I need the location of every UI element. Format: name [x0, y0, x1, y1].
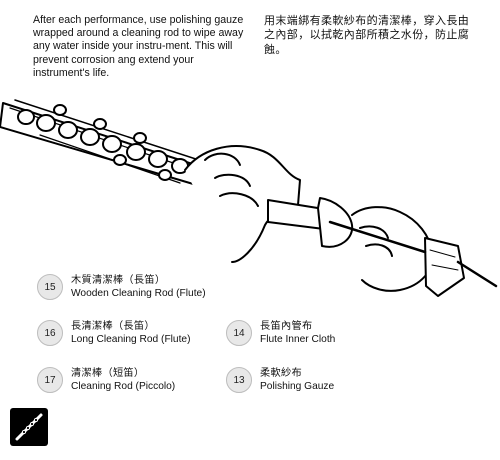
item-label-chinese: 木質清潔棒（長笛）	[71, 275, 166, 286]
item-number-badge: 17	[37, 367, 63, 393]
item-flute-inner-cloth: 14 長笛內管布 Flute Inner Cloth	[226, 320, 335, 346]
item-long-cleaning-rod: 16 長清潔棒（長笛） Long Cleaning Rod (Flute)	[37, 320, 191, 346]
item-label-english: Flute Inner Cloth	[260, 334, 336, 345]
item-number-badge: 14	[226, 320, 252, 346]
instructions-english: After each performance, use polishing ga…	[33, 14, 244, 79]
item-number-badge: 13	[226, 367, 252, 393]
item-number-badge: 15	[37, 274, 63, 300]
item-number-badge: 16	[37, 320, 63, 346]
item-label-chinese: 長笛內管布	[260, 321, 313, 332]
flute-icon	[10, 408, 48, 446]
item-label-english: Cleaning Rod (Piccolo)	[71, 381, 176, 392]
item-polishing-gauze: 13 柔軟紗布 Polishing Gauze	[226, 367, 334, 393]
flute-cleaning-illustration	[0, 99, 498, 297]
item-label-english: Long Cleaning Rod (Flute)	[71, 334, 191, 345]
item-wooden-cleaning-rod: 15 木質清潔棒（長笛） Wooden Cleaning Rod (Flute)	[37, 274, 206, 300]
instructions-chinese: 用末端綁有柔軟紗布的清潔棒，穿入長由之內部，以拭乾內部所積之水份，防止腐蝕。	[264, 14, 470, 56]
item-label-english: Polishing Gauze	[260, 381, 335, 392]
item-label-chinese: 柔軟紗布	[260, 368, 302, 379]
item-label-english: Wooden Cleaning Rod (Flute)	[71, 288, 206, 299]
item-cleaning-rod-piccolo: 17 清潔棒（短笛） Cleaning Rod (Piccolo)	[37, 367, 175, 393]
item-label-chinese: 清潔棒（短笛）	[71, 368, 145, 379]
item-label-chinese: 長清潔棒（長笛）	[71, 321, 155, 332]
